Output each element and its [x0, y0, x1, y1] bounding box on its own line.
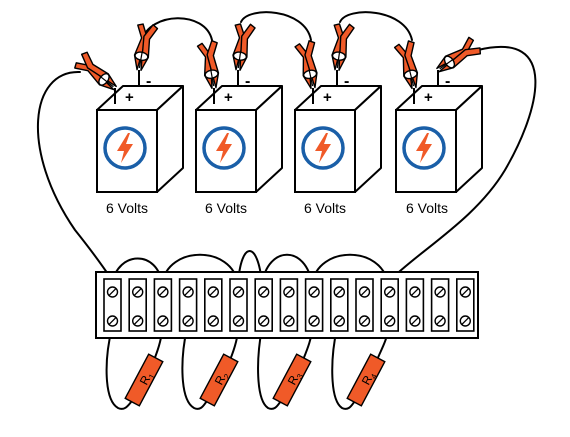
- battery-2: + - 6 Volts: [195, 70, 283, 216]
- terminal-14: [430, 278, 450, 332]
- positive-terminal-label: +: [125, 89, 134, 106]
- terminal-3: [153, 278, 173, 332]
- resistor-label: R2: [212, 369, 233, 389]
- terminal-strip: [95, 271, 479, 339]
- resistor-4: R4: [346, 353, 386, 407]
- resistor-2: R2: [199, 353, 239, 407]
- clip-battery-4-positive: [393, 39, 426, 91]
- resistor-3-lead-left: [257, 327, 283, 410]
- terminal-5: [204, 278, 223, 332]
- terminal-1: [103, 278, 122, 332]
- clip-battery-2-positive: [196, 39, 226, 91]
- clip-battery-2-negative: [228, 21, 257, 73]
- battery-jumper-2-3: [240, 11, 312, 41]
- battery-voltage-label: 6 Volts: [106, 200, 148, 216]
- lightning-bolt-icon: [202, 126, 246, 170]
- negative-terminal-label: -: [344, 73, 349, 90]
- battery-1-positive-lead: [37, 70, 113, 281]
- resistor-4-lead-left: [331, 327, 357, 410]
- resistor-body: [272, 353, 312, 407]
- negative-terminal-label: -: [146, 73, 151, 90]
- resistor-label: R3: [285, 369, 306, 389]
- positive-terminal-label: +: [323, 89, 332, 106]
- clip-battery-4-negative: [432, 34, 484, 80]
- terminal-15: [455, 278, 475, 332]
- resistor-2-lead-left: [181, 327, 209, 410]
- resistor-label: R1: [137, 369, 158, 389]
- resistor-label: R4: [359, 369, 380, 389]
- terminal-11: [355, 278, 374, 332]
- negative-terminal-label: -: [245, 73, 250, 90]
- terminal-12: [380, 278, 400, 332]
- alligator-clips: [71, 21, 484, 96]
- terminal-7: [254, 278, 273, 332]
- lightning-bolt-icon: [402, 126, 446, 170]
- positive-terminal-label: +: [424, 89, 433, 106]
- negative-terminal-label: -: [445, 73, 450, 90]
- battery-voltage-label: 6 Volts: [406, 200, 448, 216]
- resistor-body: [346, 353, 386, 407]
- clip-battery-1-negative: [129, 21, 159, 73]
- terminal-4: [178, 278, 198, 332]
- clip-battery-3-negative: [327, 21, 356, 73]
- terminal-6: [229, 278, 248, 332]
- battery-jumper-3-4: [339, 11, 413, 41]
- terminal-8: [279, 278, 299, 332]
- battery-1: + - 6 Volts: [96, 70, 184, 216]
- battery-4-negative-lead: [387, 45, 537, 283]
- lightning-bolt-icon: [103, 126, 147, 170]
- lightning-bolt-icon: [301, 126, 345, 170]
- battery-4: + - 6 Volts: [395, 70, 483, 216]
- clip-battery-3-positive: [293, 39, 325, 91]
- resistor-body: [199, 353, 239, 407]
- terminal-13: [405, 278, 425, 332]
- battery-3: + - 6 Volts: [294, 70, 382, 216]
- positive-terminal-label: +: [224, 89, 233, 106]
- resistor-1: R1: [124, 353, 164, 407]
- resistor-body: [124, 353, 164, 407]
- battery-voltage-label: 6 Volts: [304, 200, 346, 216]
- resistor-3: R3: [272, 353, 312, 407]
- terminal-2: [128, 278, 147, 332]
- resistor-1-lead-left: [105, 327, 134, 410]
- terminal-9: [304, 278, 324, 332]
- terminal-10: [329, 278, 349, 332]
- resistors: R1 R2 R3 R4: [124, 353, 386, 407]
- battery-voltage-label: 6 Volts: [205, 200, 247, 216]
